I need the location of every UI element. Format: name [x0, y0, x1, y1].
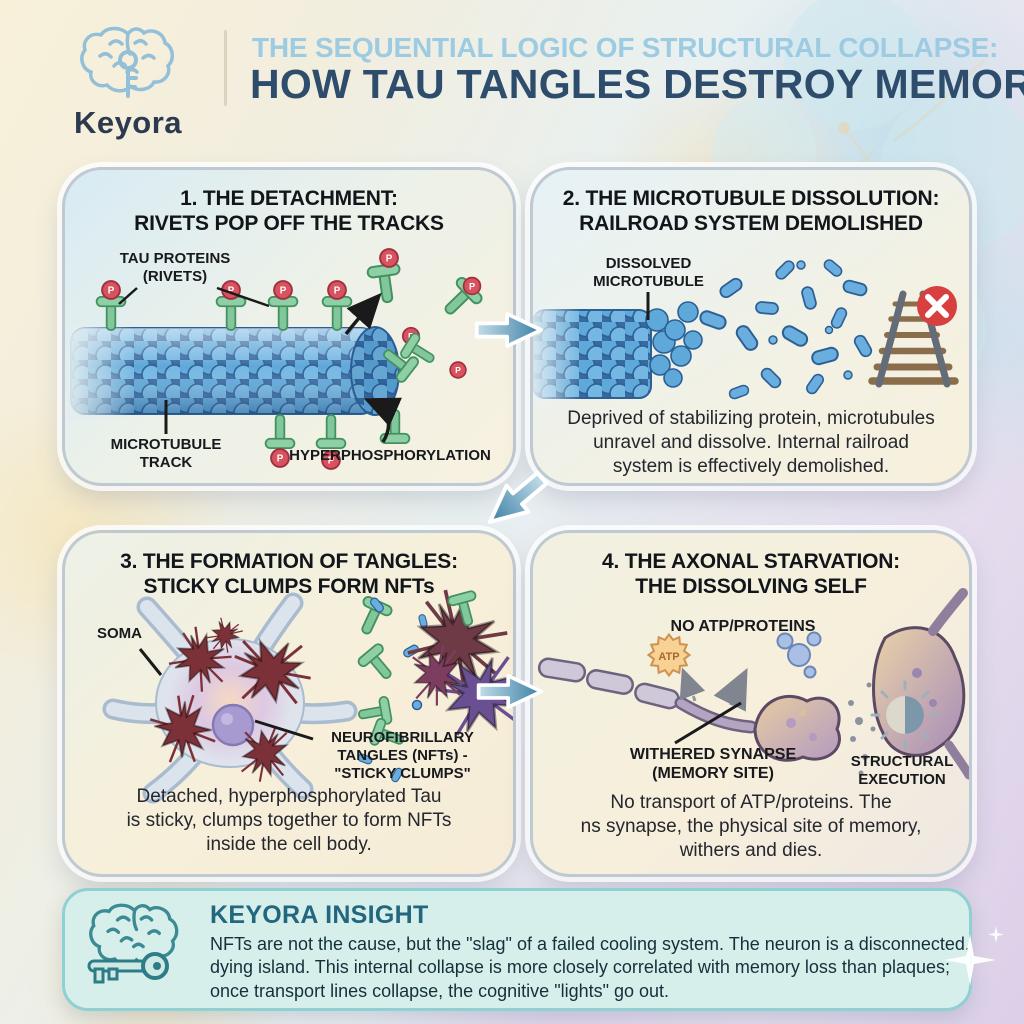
panel-2-body: Deprived of stabilizing protein, microtu…: [567, 408, 935, 477]
flow-arrow-3-4-icon: [476, 673, 544, 710]
panel-3-heading: 3. THE FORMATION OF TANGLES: STICKY CLUM…: [120, 550, 458, 598]
header-divider: [224, 30, 227, 106]
insight-panel: KEYORA INSIGHT NFTs are not the cause, b…: [62, 888, 972, 1011]
label-hyperphosphorylation: HYPERPHOSPHORYLATION: [289, 447, 491, 464]
brand-name: Keyora: [73, 105, 183, 140]
panel-axonal-starvation: 4. THE AXONAL STARVATION: THE DISSOLVING…: [530, 530, 972, 877]
panel-tangle-formation: 3. THE FORMATION OF TANGLES: STICKY CLUM…: [62, 530, 516, 877]
sparkle-icon: [944, 926, 1004, 986]
label-structural-execution: STRUCTURAL EXECUTION: [850, 753, 954, 788]
panel-2-heading: 2. THE MICROTUBULE DISSOLUTION: RAILROAD…: [562, 187, 940, 235]
label-neurofibrillary-tangles: NEUROFIBRILLARY TANGLES (NFTs) - "STICKY…: [331, 729, 474, 782]
brain-key-icon: [87, 903, 179, 984]
label-withered-synapse: WITHERED SYNAPSE (MEMORY SITE): [629, 746, 797, 783]
page-title-kicker: THE SEQUENTIAL LOGIC OF STRUCTURAL COLLA…: [252, 32, 999, 63]
page-title: HOW TAU TANGLES DESTROY MEMORY: [250, 61, 1024, 107]
header: Keyora THE SEQUENTIAL LOGIC OF STRUCTURA…: [0, 0, 1024, 155]
dimming-light-icon: [870, 680, 940, 750]
insight-title: KEYORA INSIGHT: [210, 901, 429, 929]
panel-3-body: Detached, hyperphosphorylated Tau is sti…: [126, 786, 452, 855]
withered-synapse-illustration: ATP: [537, 588, 969, 780]
label-dissolved-microtubule: DISSOLVED MICROTUBULE: [593, 255, 704, 290]
atp-starburst-icon: ATP: [647, 633, 691, 677]
label-no-atp-proteins: NO ATP/PROTEINS: [670, 618, 816, 635]
brain-key-icon: [80, 26, 175, 98]
atp-badge-label: ATP: [658, 651, 679, 663]
panel-4-body: No transport of ATP/proteins. The ns syn…: [580, 792, 922, 861]
insight-body: NFTs are not the cause, but the "slag" o…: [210, 934, 970, 1001]
label-soma: SOMA: [97, 625, 142, 642]
panel-4-heading: 4. THE AXONAL STARVATION: THE DISSOLVING…: [602, 550, 900, 598]
brand-logo: Keyora: [40, 20, 216, 141]
label-tau-proteins: TAU PROTEINS (RIVETS): [119, 250, 231, 285]
panel-detachment: 1. THE DETACHMENT: RIVETS POP OFF THE TR…: [62, 167, 516, 486]
label-microtubule-track: MICROTUBULE TRACK: [110, 436, 222, 471]
flow-arrow-2-3-icon: [487, 470, 549, 524]
flow-arrow-1-2-icon: [474, 311, 544, 349]
railroad-x-icon: [868, 286, 959, 388]
panel-1-heading: 1. THE DETACHMENT: RIVETS POP OFF THE TR…: [134, 187, 444, 235]
panel-dissolution: 2. THE MICROTUBULE DISSOLUTION: RAILROAD…: [530, 167, 972, 486]
